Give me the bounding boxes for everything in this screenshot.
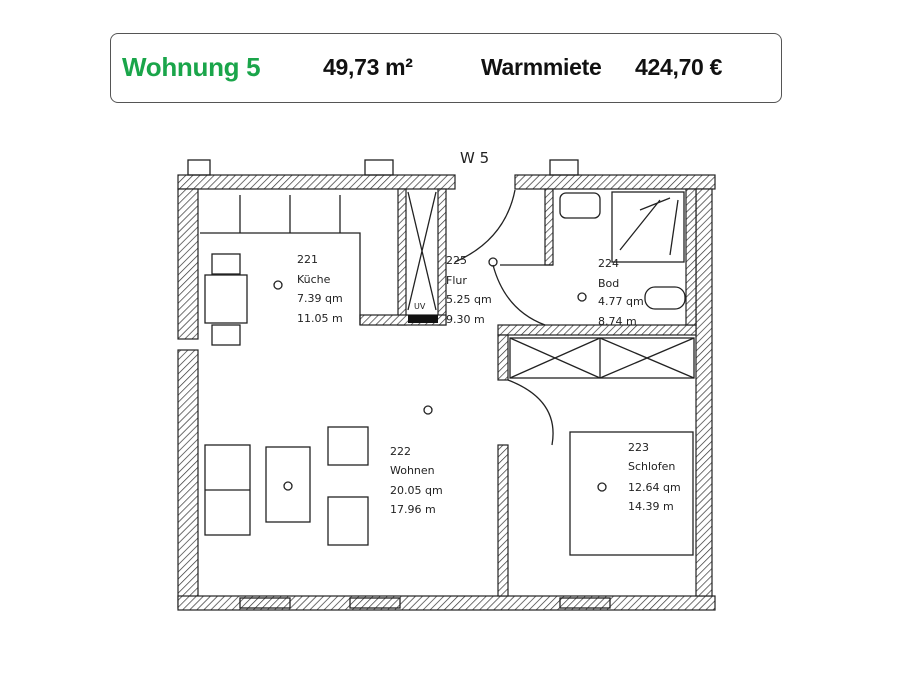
svg-text:12.64 qm: 12.64 qm [628, 481, 681, 494]
svg-text:5.25 qm: 5.25 qm [446, 293, 492, 306]
apartment-area: 49,73 m² [323, 54, 413, 80]
svg-text:Flur: Flur [446, 274, 467, 287]
svg-text:225: 225 [446, 254, 467, 267]
svg-text:8.74 m: 8.74 m [598, 315, 637, 328]
svg-text:20.05 qm: 20.05 qm [390, 484, 443, 497]
svg-text:11.05 m: 11.05 m [297, 312, 343, 325]
room-hallway: 225 Flur 5.25 qm 9.30 m [446, 254, 492, 326]
svg-text:7.39 qm: 7.39 qm [297, 292, 343, 305]
bath-door [492, 264, 546, 326]
apartment-info-header: Wohnung 5 49,73 m² Warmmiete 424,70 € [110, 33, 782, 103]
room-living: 222 Wohnen 20.05 qm 17.96 m [390, 445, 443, 516]
rent-label: Warmmiete [481, 54, 602, 80]
svg-text:17.96 m: 17.96 m [390, 503, 436, 516]
shaft [407, 191, 438, 323]
unit-label: W 5 [460, 149, 489, 167]
svg-text:Schlofen: Schlofen [628, 460, 675, 473]
bedroom-door [507, 379, 554, 446]
room-bedroom: 223 Schlofen 12.64 qm 14.39 m [628, 441, 681, 513]
room-kitchen: 221 Küche 7.39 qm 11.05 m [297, 253, 343, 325]
walls [177, 174, 716, 611]
distribution-label: UV [414, 302, 426, 311]
apartment-title: Wohnung 5 [122, 52, 261, 82]
svg-text:4.77 qm: 4.77 qm [598, 295, 644, 308]
svg-text:224: 224 [598, 257, 619, 270]
svg-text:221: 221 [297, 253, 318, 266]
furniture [204, 253, 694, 556]
rent-value: 424,70 € [635, 54, 723, 80]
svg-text:Wohnen: Wohnen [390, 464, 435, 477]
svg-text:222: 222 [390, 445, 411, 458]
wardrobe [509, 337, 695, 379]
svg-text:223: 223 [628, 441, 649, 454]
room-bath: 224 Bod 4.77 qm 8.74 m [598, 257, 644, 328]
kitchen-counter [200, 232, 361, 325]
svg-text:Küche: Küche [297, 273, 331, 286]
entrance-door [454, 189, 516, 263]
windows [187, 159, 611, 609]
ceiling-lights [273, 257, 607, 492]
svg-text:9.30 m: 9.30 m [446, 313, 485, 326]
svg-text:Bod: Bod [598, 277, 619, 290]
bath-fixtures [559, 191, 686, 310]
svg-text:14.39 m: 14.39 m [628, 500, 674, 513]
